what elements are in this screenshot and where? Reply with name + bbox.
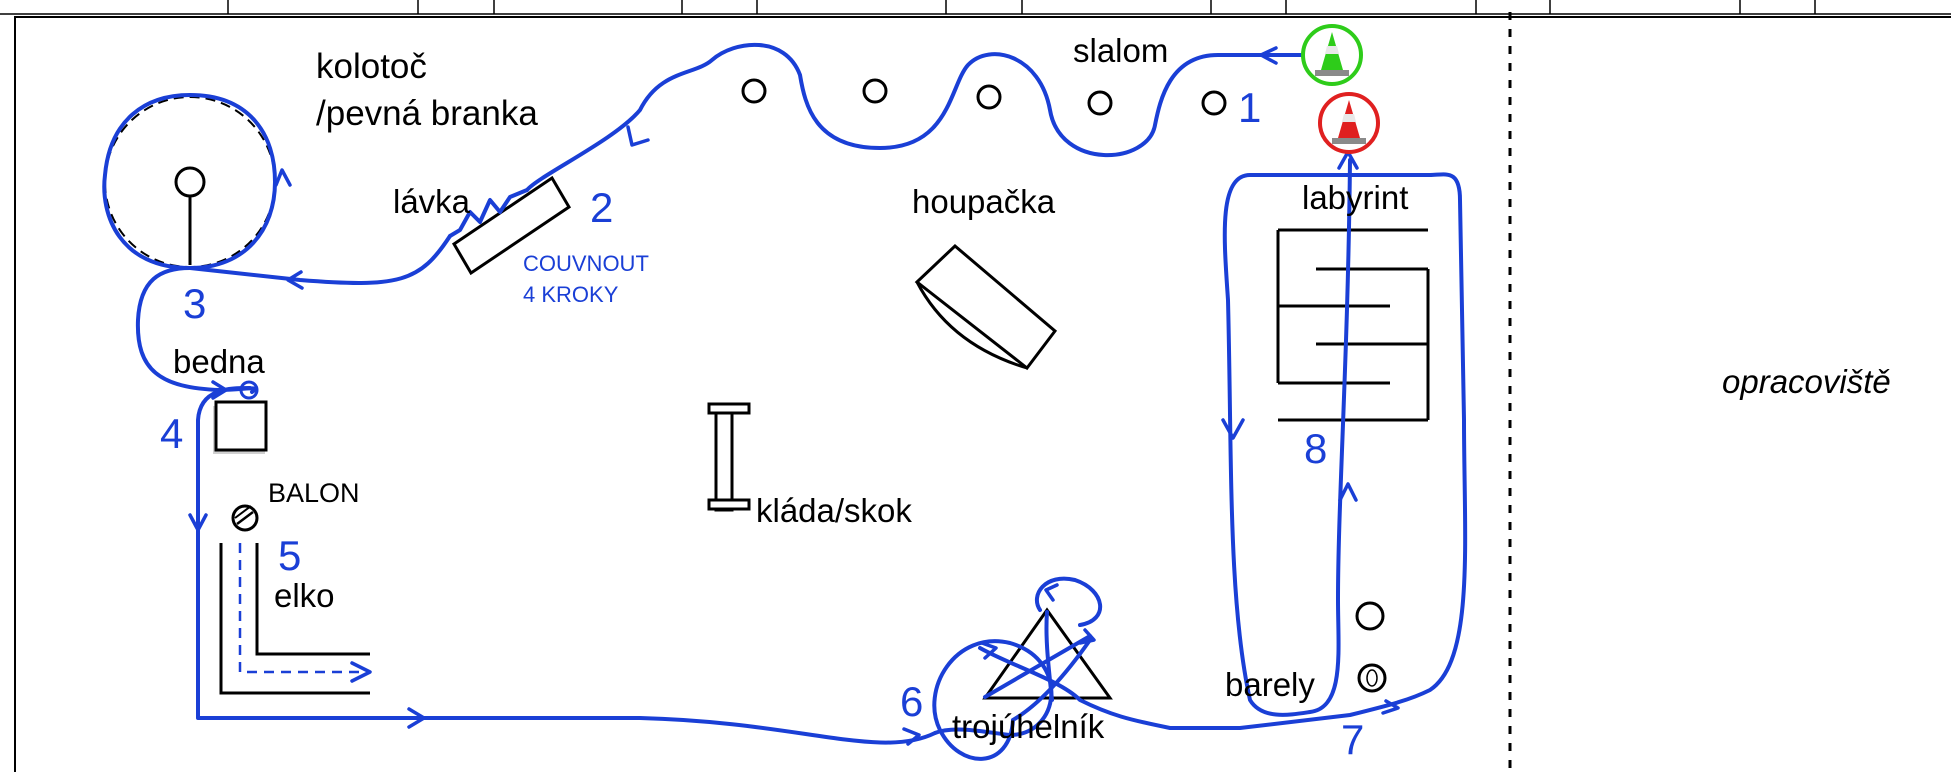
label-elko: elko [274, 577, 335, 614]
step-number-7: 7 [1341, 716, 1364, 763]
label-bedna: bedna [173, 343, 265, 380]
seesaw-obstacle [914, 243, 1058, 371]
step-number-4: 4 [160, 410, 183, 457]
box-obstacle [213, 400, 268, 454]
label-couvnout: COUVNOUT [523, 251, 649, 276]
label-klada: kláda/skok [756, 492, 912, 529]
barrels-obstacle [1355, 601, 1387, 693]
step-number-5: 5 [278, 532, 301, 579]
top-ruler [0, 0, 1951, 15]
label-opracoviste: opracoviště [1722, 363, 1891, 400]
log-jump-obstacle [707, 402, 751, 512]
elko-dashed-path [238, 543, 372, 683]
arena-border [14, 16, 1951, 772]
route-arrows [188, 46, 1400, 746]
label-barely: barely [1225, 666, 1315, 703]
label-labyrint: labyrint [1302, 179, 1408, 216]
label-kolotoc: kolotoč [316, 47, 427, 86]
step-number-2: 2 [590, 184, 613, 231]
step-number-3: 3 [183, 280, 206, 327]
label-trojuhelnik: trojúhelník [952, 708, 1105, 745]
box-ring-marker [239, 380, 259, 400]
label-kroky: 4 KROKY [523, 282, 619, 307]
step-number-6: 6 [900, 678, 923, 725]
balloon-obstacle [231, 504, 259, 532]
label-balon: BALON [268, 478, 360, 508]
slalom-poles [741, 78, 1227, 116]
route-path [102, 42, 1468, 761]
l-shape-obstacle [219, 543, 370, 695]
label-lavka: lávka [393, 183, 471, 220]
label-houpacka: houpačka [912, 183, 1056, 220]
label-slalom: slalom [1073, 32, 1168, 69]
step-number-8: 8 [1304, 425, 1327, 472]
label-pevna-branka: /pevná branka [316, 94, 538, 133]
traffic-cone-red-icon [1318, 92, 1380, 154]
traffic-cone-green-icon [1301, 24, 1363, 86]
step-number-1: 1 [1238, 84, 1261, 131]
bridge-obstacle [451, 175, 572, 276]
labyrinth-obstacle [1276, 228, 1430, 422]
carousel-obstacle [104, 96, 276, 268]
